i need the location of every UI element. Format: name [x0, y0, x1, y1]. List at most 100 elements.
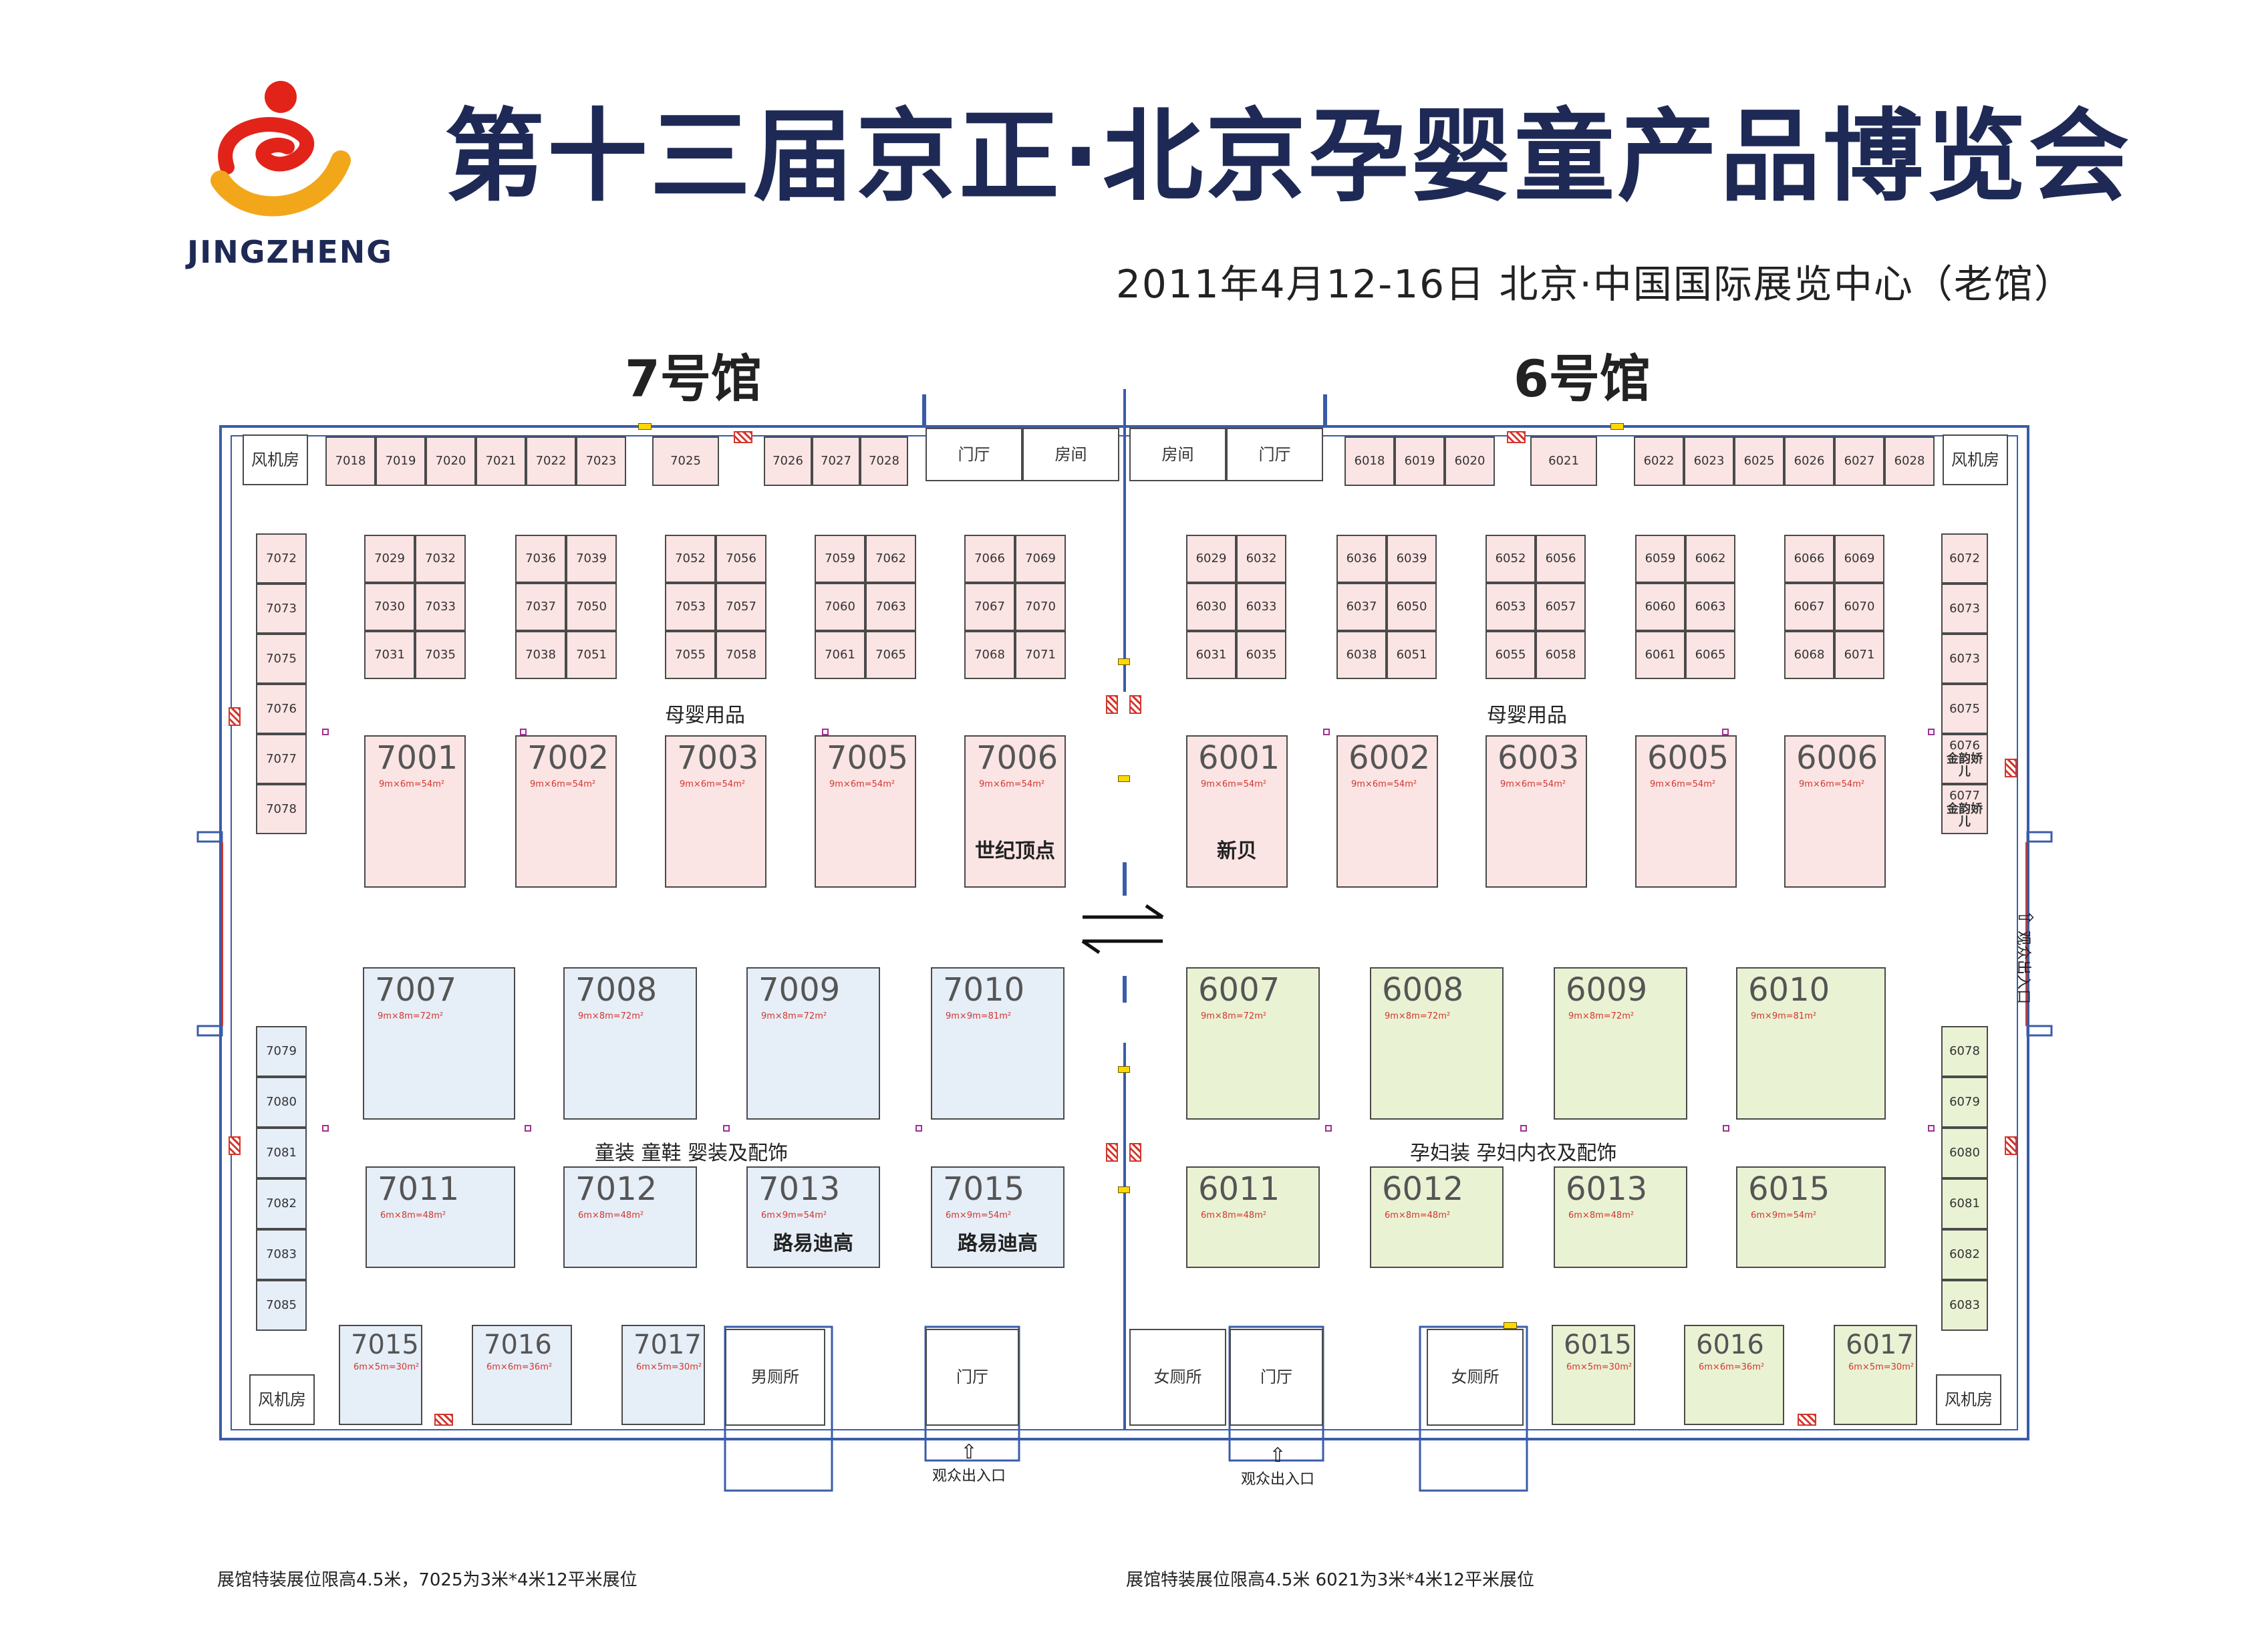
booth-6026[interactable]: 6026: [1784, 436, 1834, 486]
booth-7083[interactable]: 7083: [256, 1229, 307, 1280]
booth-6057[interactable]: 6057: [1536, 583, 1586, 631]
booth-6065[interactable]: 6065: [1685, 631, 1735, 679]
booth-7025[interactable]: 7025: [652, 436, 719, 486]
booth-6055[interactable]: 6055: [1485, 631, 1536, 679]
booth-7079[interactable]: 7079: [256, 1026, 307, 1077]
booth-6022[interactable]: 6022: [1634, 436, 1684, 486]
booth-6023[interactable]: 6023: [1684, 436, 1734, 486]
booth-7078[interactable]: 7078: [256, 784, 307, 834]
entrance-bottom-left[interactable]: ⇧观众出入口: [932, 1440, 1006, 1485]
booth-6056[interactable]: 6056: [1536, 535, 1586, 583]
booth-6082[interactable]: 6082: [1941, 1229, 1988, 1280]
booth-7023[interactable]: 7023: [576, 436, 626, 486]
booth-6052[interactable]: 6052: [1485, 535, 1536, 583]
entrance-right[interactable]: ⇧ 观众出入口: [2013, 909, 2037, 1005]
booth-7050[interactable]: 7050: [566, 583, 617, 631]
booth-6068[interactable]: 6068: [1784, 631, 1834, 679]
booth-6071[interactable]: 6071: [1834, 631, 1884, 679]
booth-7073[interactable]: 7073: [256, 584, 307, 634]
booth-7026[interactable]: 7026: [764, 436, 812, 486]
booth-7051[interactable]: 7051: [566, 631, 617, 679]
booth-7062[interactable]: 7062: [865, 535, 916, 583]
booth-6051[interactable]: 6051: [1387, 631, 1437, 679]
booth-7036[interactable]: 7036: [515, 535, 566, 583]
booth-7035[interactable]: 7035: [415, 631, 466, 679]
booth-6080[interactable]: 6080: [1941, 1128, 1988, 1178]
booth-7081[interactable]: 7081: [256, 1128, 307, 1178]
booth-6019[interactable]: 6019: [1395, 436, 1445, 486]
booth-6079[interactable]: 6079: [1941, 1077, 1988, 1128]
booth-6021[interactable]: 6021: [1530, 436, 1597, 486]
booth-7032[interactable]: 7032: [415, 535, 466, 583]
booth-7072[interactable]: 7072: [256, 533, 307, 584]
booth-6067[interactable]: 6067: [1784, 583, 1834, 631]
booth-6025[interactable]: 6025: [1734, 436, 1784, 486]
booth-7071[interactable]: 7071: [1015, 631, 1066, 679]
booth-6073[interactable]: 6073: [1941, 584, 1988, 634]
booth-6028[interactable]: 6028: [1884, 436, 1935, 486]
booth-7056[interactable]: 7056: [716, 535, 766, 583]
booth-6069[interactable]: 6069: [1834, 535, 1884, 583]
booth-6033[interactable]: 6033: [1236, 583, 1286, 631]
booth-6072[interactable]: 6072: [1941, 533, 1988, 584]
booth-7077[interactable]: 7077: [256, 734, 307, 784]
booth-7053[interactable]: 7053: [665, 583, 716, 631]
booth-6036[interactable]: 6036: [1336, 535, 1387, 583]
booth-7039[interactable]: 7039: [566, 535, 617, 583]
booth-6032[interactable]: 6032: [1236, 535, 1286, 583]
booth-6027[interactable]: 6027: [1834, 436, 1884, 486]
booth-6037[interactable]: 6037: [1336, 583, 1387, 631]
booth-7030[interactable]: 7030: [364, 583, 415, 631]
booth-7021[interactable]: 7021: [476, 436, 526, 486]
booth-7075[interactable]: 7075: [256, 634, 307, 684]
booth-6058[interactable]: 6058: [1536, 631, 1586, 679]
booth-7085[interactable]: 7085: [256, 1280, 307, 1331]
booth-6081[interactable]: 6081: [1941, 1178, 1988, 1229]
booth-6018[interactable]: 6018: [1344, 436, 1395, 486]
booth-6029[interactable]: 6029: [1186, 535, 1236, 583]
booth-6050[interactable]: 6050: [1387, 583, 1437, 631]
booth-7029[interactable]: 7029: [364, 535, 415, 583]
booth-7065[interactable]: 7065: [865, 631, 916, 679]
booth-7058[interactable]: 7058: [716, 631, 766, 679]
booth-6020[interactable]: 6020: [1445, 436, 1495, 486]
booth-7018[interactable]: 7018: [325, 436, 376, 486]
booth-7059[interactable]: 7059: [815, 535, 865, 583]
booth-7067[interactable]: 7067: [964, 583, 1015, 631]
booth-7066[interactable]: 7066: [964, 535, 1015, 583]
booth-6031[interactable]: 6031: [1186, 631, 1236, 679]
booth-7068[interactable]: 7068: [964, 631, 1015, 679]
booth-6062[interactable]: 6062: [1685, 535, 1735, 583]
booth-6073b[interactable]: 6073: [1941, 634, 1988, 684]
booth-6063[interactable]: 6063: [1685, 583, 1735, 631]
booth-7019[interactable]: 7019: [376, 436, 426, 486]
booth-7028[interactable]: 7028: [860, 436, 908, 486]
booth-7069[interactable]: 7069: [1015, 535, 1066, 583]
booth-7037[interactable]: 7037: [515, 583, 566, 631]
booth-6075[interactable]: 6075: [1941, 684, 1988, 734]
booth-7052[interactable]: 7052: [665, 535, 716, 583]
booth-6035[interactable]: 6035: [1236, 631, 1286, 679]
booth-6059[interactable]: 6059: [1635, 535, 1685, 583]
booth-7061[interactable]: 7061: [815, 631, 865, 679]
booth-7031[interactable]: 7031: [364, 631, 415, 679]
